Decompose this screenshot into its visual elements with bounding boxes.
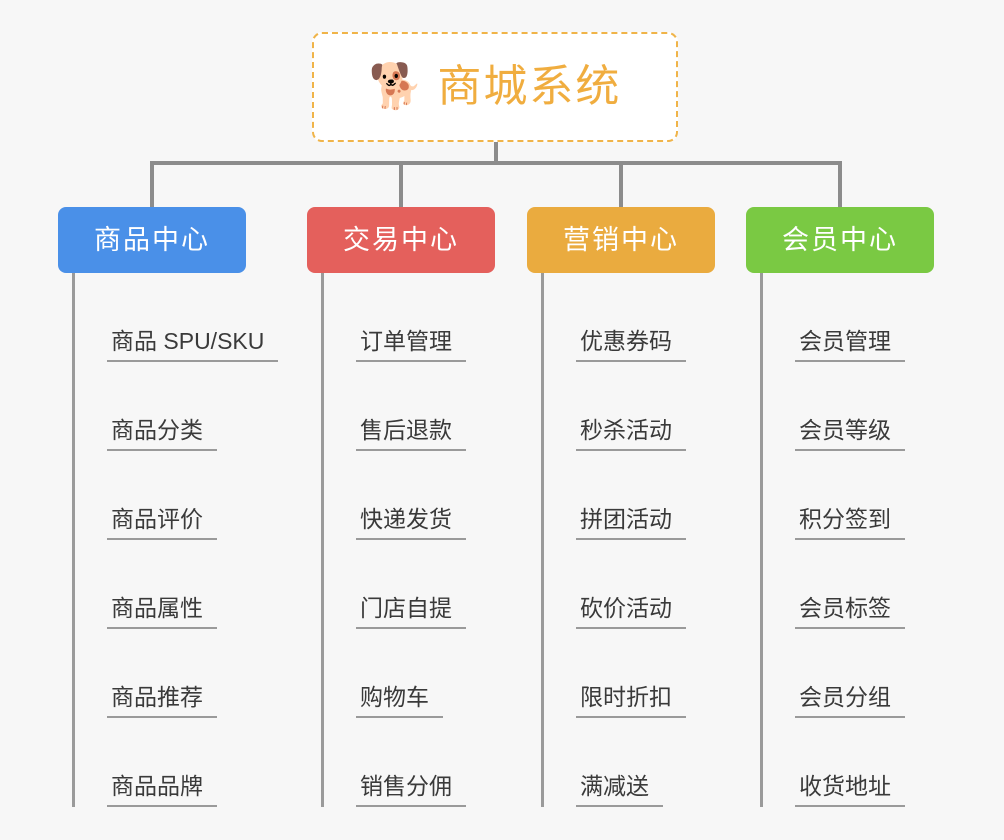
subitem-label: 砍价活动 — [576, 595, 686, 629]
list-item[interactable]: 砍价活动 — [544, 540, 715, 629]
subitem-list-marketing-center: 优惠券码秒杀活动拼团活动砍价活动限时折扣满减送 — [541, 273, 715, 807]
subitem-label: 商品推荐 — [107, 684, 217, 718]
subitem-list-product-center: 商品 SPU/SKU 商品分类商品评价商品属性商品推荐商品品牌 — [72, 273, 279, 807]
category-label-member-center: 会员中心 — [782, 224, 898, 255]
list-item[interactable]: 限时折扣 — [544, 629, 715, 718]
subitem-label: 商品 SPU/SKU — [107, 328, 279, 362]
list-item[interactable]: 订单管理 — [324, 273, 495, 362]
root-node-title: 商城系统 — [437, 62, 622, 111]
category-column-product-center: 商品中心商品 SPU/SKU 商品分类商品评价商品属性商品推荐商品品牌 — [58, 207, 279, 807]
subitem-label: 会员管理 — [795, 328, 905, 362]
subitem-label: 限时折扣 — [576, 684, 686, 718]
subitem-label: 拼团活动 — [576, 506, 686, 540]
category-column-marketing-center: 营销中心优惠券码秒杀活动拼团活动砍价活动限时折扣满减送 — [527, 207, 715, 807]
list-item[interactable]: 商品推荐 — [75, 629, 246, 718]
subitem-label: 商品分类 — [107, 417, 217, 451]
category-box-member-center[interactable]: 会员中心 — [746, 207, 934, 273]
subitem-label: 快递发货 — [356, 506, 466, 540]
list-item[interactable]: 销售分佣 — [324, 718, 495, 807]
root-node-mall-system[interactable]: 🐕 商城系统 — [312, 32, 678, 142]
category-box-product-center[interactable]: 商品中心 — [58, 207, 246, 273]
category-column-trade-center: 交易中心订单管理售后退款快递发货门店自提购物车销售分佣 — [307, 207, 495, 807]
list-item[interactable]: 积分签到 — [763, 451, 934, 540]
list-item[interactable]: 会员分组 — [763, 629, 934, 718]
list-item[interactable]: 商品属性 — [75, 540, 246, 629]
subitem-label: 会员标签 — [795, 595, 905, 629]
connector-drop-product-center — [150, 161, 154, 209]
connector-drop-member-center — [838, 161, 842, 209]
subitem-label: 售后退款 — [356, 417, 466, 451]
list-item[interactable]: 商品 SPU/SKU — [75, 273, 279, 362]
category-column-member-center: 会员中心会员管理会员等级积分签到会员标签会员分组收货地址 — [746, 207, 934, 807]
subitem-label: 会员等级 — [795, 417, 905, 451]
subitem-label: 满减送 — [576, 773, 663, 807]
list-item[interactable]: 商品品牌 — [75, 718, 246, 807]
category-label-marketing-center: 营销中心 — [563, 224, 679, 255]
category-box-marketing-center[interactable]: 营销中心 — [527, 207, 715, 273]
list-item[interactable]: 拼团活动 — [544, 451, 715, 540]
list-item[interactable]: 会员标签 — [763, 540, 934, 629]
subitem-label: 收货地址 — [795, 773, 905, 807]
category-box-trade-center[interactable]: 交易中心 — [307, 207, 495, 273]
list-item[interactable]: 快递发货 — [324, 451, 495, 540]
subitem-label: 商品属性 — [107, 595, 217, 629]
list-item[interactable]: 售后退款 — [324, 362, 495, 451]
connector-horizontal-bus — [150, 161, 838, 165]
list-item[interactable]: 门店自提 — [324, 540, 495, 629]
subitem-label: 商品品牌 — [107, 773, 217, 807]
list-item[interactable]: 优惠券码 — [544, 273, 715, 362]
list-item[interactable]: 商品分类 — [75, 362, 246, 451]
connector-drop-trade-center — [399, 161, 403, 209]
connector-drop-marketing-center — [619, 161, 623, 209]
list-item[interactable]: 会员等级 — [763, 362, 934, 451]
subitem-label: 会员分组 — [795, 684, 905, 718]
list-item[interactable]: 满减送 — [544, 718, 715, 807]
subitem-label: 优惠券码 — [576, 328, 686, 362]
subitem-label: 秒杀活动 — [576, 417, 686, 451]
list-item[interactable]: 秒杀活动 — [544, 362, 715, 451]
connector-root-vertical — [494, 142, 498, 164]
subitem-list-member-center: 会员管理会员等级积分签到会员标签会员分组收货地址 — [760, 273, 934, 807]
list-item[interactable]: 商品评价 — [75, 451, 246, 540]
subitem-label: 门店自提 — [356, 595, 466, 629]
shiba-dog-face-icon: 🐕 — [368, 62, 424, 111]
list-item[interactable]: 购物车 — [324, 629, 495, 718]
subitem-label: 商品评价 — [107, 506, 217, 540]
subitem-label: 销售分佣 — [356, 773, 466, 807]
subitem-list-trade-center: 订单管理售后退款快递发货门店自提购物车销售分佣 — [321, 273, 495, 807]
subitem-label: 订单管理 — [356, 328, 466, 362]
list-item[interactable]: 收货地址 — [763, 718, 934, 807]
subitem-label: 购物车 — [356, 684, 443, 718]
list-item[interactable]: 会员管理 — [763, 273, 934, 362]
subitem-label: 积分签到 — [795, 506, 905, 540]
category-label-trade-center: 交易中心 — [343, 224, 459, 255]
category-label-product-center: 商品中心 — [94, 224, 210, 255]
